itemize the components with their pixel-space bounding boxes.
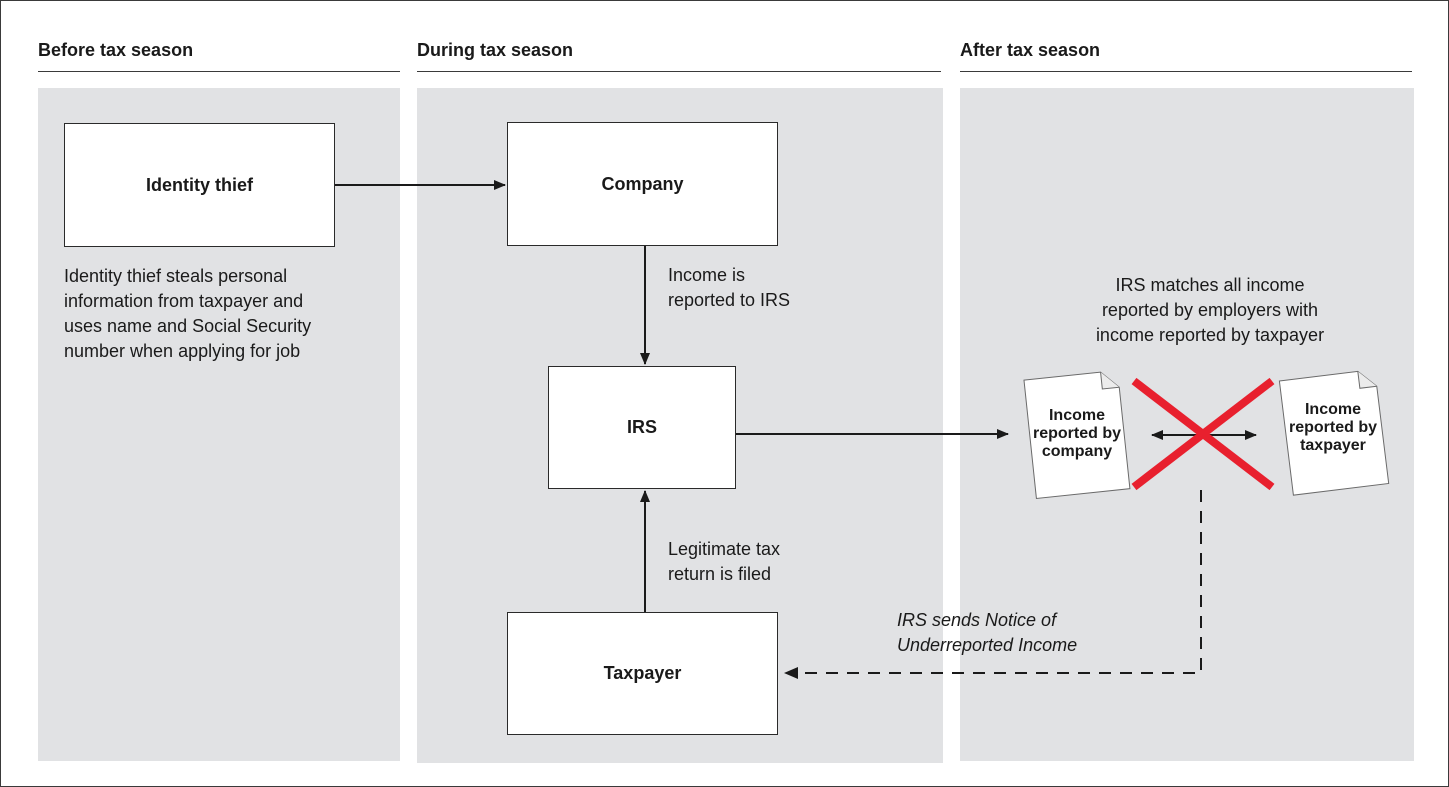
thief-description-line: number when applying for job <box>64 341 301 361</box>
irs-matching-note: IRS matches all income reported by emplo… <box>1040 273 1380 348</box>
column-rule-during <box>417 71 941 72</box>
thief-description-line: Identity thief steals personal <box>64 266 288 286</box>
taxpayer-document-line: taxpayer <box>1300 437 1366 454</box>
income-reported-line: reported to IRS <box>668 290 791 310</box>
column-heading-before: Before tax season <box>38 40 194 60</box>
mismatch-x-icon <box>1131 377 1275 491</box>
notice-dashed-path <box>796 490 1202 674</box>
taxpayer-document-label: Income reported by taxpayer <box>1283 401 1383 455</box>
irs-box: IRS <box>548 366 736 489</box>
company-income-document-icon <box>1023 371 1131 500</box>
legitimate-return-note: Legitimate tax return is filed <box>668 537 780 587</box>
company-document-line: company <box>1041 443 1113 460</box>
legitimate-return-line: Legitimate tax <box>668 539 781 559</box>
legitimate-return-line: return is filed <box>668 564 772 584</box>
company-box: Company <box>507 122 778 246</box>
irs-matching-line: reported by employers with <box>1101 300 1319 320</box>
irs-matching-line: IRS matches all income <box>1115 275 1305 295</box>
column-rule-after <box>960 71 1412 72</box>
taxpayer-box: Taxpayer <box>507 612 778 735</box>
taxpayer-document-line: reported by <box>1288 419 1377 436</box>
column-heading-during: During tax season <box>417 40 574 60</box>
company-document-label: Income reported by company <box>1027 407 1127 461</box>
identity-thief-box: Identity thief <box>64 123 335 247</box>
notice-line: IRS sends Notice of <box>897 610 1057 630</box>
column-rule-before <box>38 71 400 72</box>
income-reported-line: Income is <box>668 265 746 285</box>
notice-line: Underreported Income <box>897 635 1078 655</box>
column-heading-after: After tax season <box>960 40 1101 60</box>
thief-description-line: uses name and Social Security <box>64 316 312 336</box>
thief-description: Identity thief steals personal informati… <box>64 264 311 364</box>
irs-matching-line: income reported by taxpayer <box>1095 325 1325 345</box>
company-document-line: reported by <box>1032 425 1121 442</box>
taxpayer-document-line: Income <box>1304 401 1361 418</box>
company-document-line: Income <box>1048 407 1105 424</box>
notice-arrowhead <box>784 667 798 679</box>
taxpayer-income-document-icon <box>1278 370 1390 496</box>
thief-description-line: information from taxpayer and <box>64 291 304 311</box>
notice-note: IRS sends Notice of Underreported Income <box>897 608 1077 658</box>
income-reported-note: Income is reported to IRS <box>668 263 790 313</box>
